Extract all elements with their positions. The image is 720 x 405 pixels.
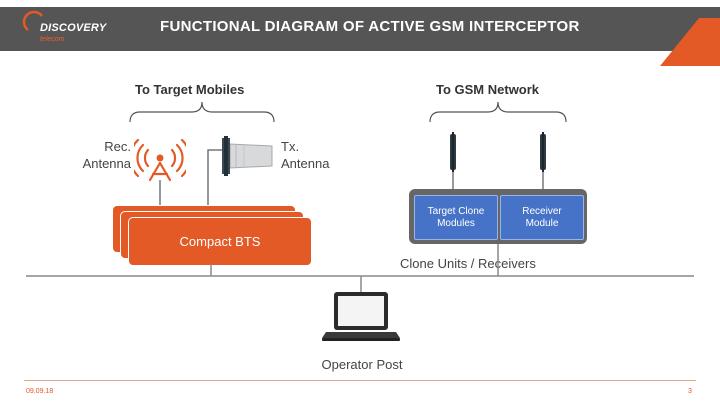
network-antenna-left-icon [450, 132, 456, 190]
tx-antenna-label-line1: Tx. [281, 139, 300, 154]
transmit-antenna-icon [207, 136, 273, 210]
compact-bts-label: Compact BTS [179, 234, 261, 249]
footer-divider [24, 380, 696, 381]
brace-target-mobiles [129, 101, 275, 123]
header-accent-shape [640, 0, 720, 66]
rec-antenna-label-line2: Antenna [82, 156, 131, 171]
footer-date: 09.09.18 [26, 388, 54, 395]
brace-gsm-network [429, 101, 567, 123]
label-to-target-mobiles: To Target Mobiles [135, 82, 245, 97]
header-bar [0, 7, 720, 51]
target-clone-modules-box: Target Clone Modules [414, 195, 498, 240]
page-title: FUNCTIONAL DIAGRAM OF ACTIVE GSM INTERCE… [160, 18, 580, 35]
laptop-icon [322, 292, 400, 341]
label-to-gsm-network: To GSM Network [436, 82, 540, 97]
rec-antenna-label-line1: Rec. [104, 139, 131, 154]
receive-antenna-icon [134, 138, 186, 208]
tx-antenna-label-line2: Antenna [281, 156, 330, 171]
tx-antenna-label: Tx. Antenna [281, 138, 329, 172]
network-antenna-right-icon [540, 132, 546, 190]
compact-bts-box: Compact BTS [128, 217, 312, 266]
receiver-module-box: Receiver Module [500, 195, 584, 240]
logo-mark-icon [22, 10, 43, 31]
clone-units-label: Clone Units / Receivers [400, 256, 536, 271]
logo-text: DISCOVERY [40, 22, 107, 34]
receiver-module-label: Receiver Module [522, 205, 562, 229]
operator-post-label: Operator Post [321, 357, 403, 372]
page-number: 3 [688, 388, 692, 395]
target-clone-modules-label: Target Clone Modules [427, 205, 485, 229]
gsm-network-antennas [450, 132, 546, 190]
rec-antenna-label: Rec. Antenna [75, 138, 131, 172]
logo-subtext: telecom [40, 36, 65, 43]
